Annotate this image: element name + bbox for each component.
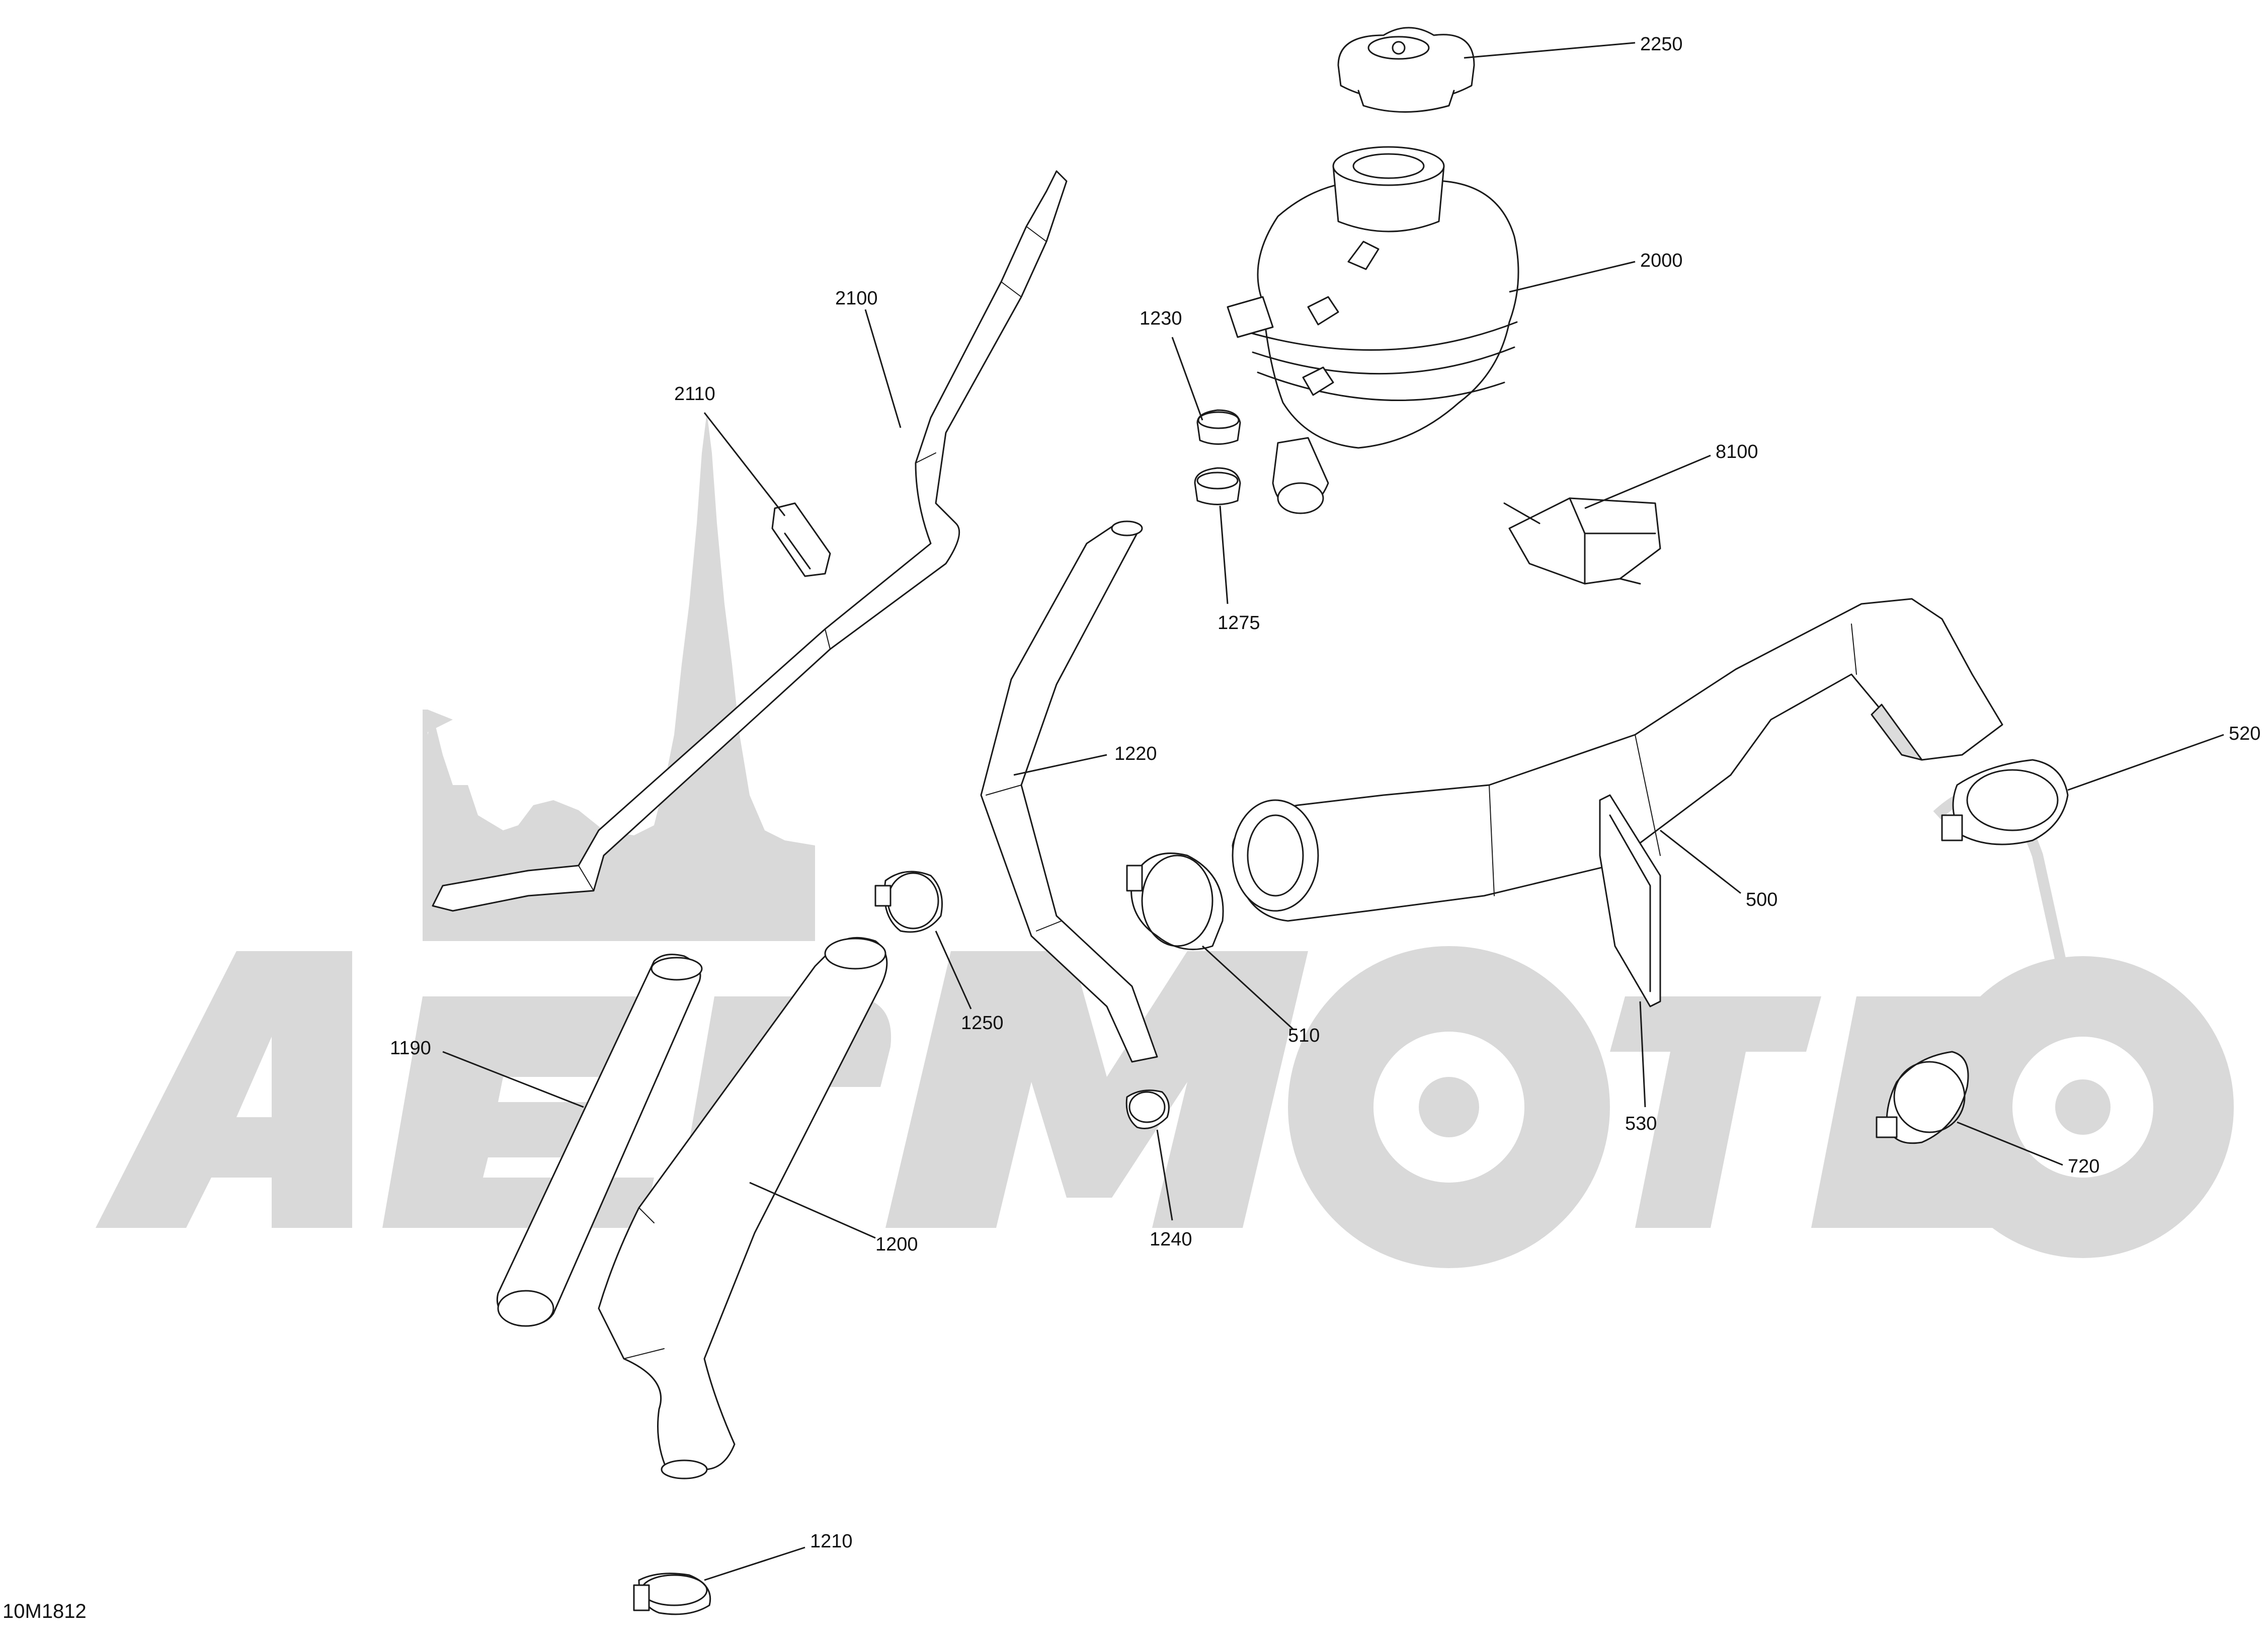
part-500-radiator-hose <box>1232 598 2003 922</box>
callout-510: 510 <box>1288 1025 1320 1046</box>
part-8100-bracket <box>1503 497 1661 585</box>
leader-1200 <box>749 1182 876 1239</box>
leader-8100 <box>1584 454 1711 509</box>
callout-labels: 2250 2000 2100 2110 1230 1275 8100 1220 … <box>3 34 2260 1622</box>
part-1210-clamp <box>633 1573 711 1615</box>
watermark-letter-e <box>382 996 674 1228</box>
part-1240-clamp <box>1125 1089 1170 1129</box>
leader-510 <box>1201 945 1294 1030</box>
part-720-clamp <box>1876 1051 1969 1144</box>
callout-1210: 1210 <box>810 1531 853 1552</box>
callout-1220: 1220 <box>1114 743 1157 764</box>
leader-530 <box>1639 1001 1646 1108</box>
callout-1250: 1250 <box>961 1012 1004 1034</box>
callout-1230: 1230 <box>1140 308 1182 329</box>
callout-2000: 2000 <box>1640 250 1683 271</box>
part-520-clamp <box>1941 759 2069 845</box>
part-2100-vent-hose <box>432 170 1068 912</box>
leader-2250 <box>1464 42 1636 59</box>
callout-1200: 1200 <box>875 1234 918 1255</box>
part-2110-clip <box>771 502 831 577</box>
part-2250-cap <box>1337 27 1475 113</box>
part-1190-tube <box>496 954 703 1327</box>
callout-2100: 2100 <box>835 288 878 309</box>
callout-530: 530 <box>1625 1113 1657 1134</box>
leader-2000 <box>1509 261 1636 293</box>
watermark-skyline <box>423 413 815 941</box>
leader-520 <box>2067 734 2224 791</box>
watermark-letter-a <box>96 951 352 1228</box>
leader-2110 <box>703 412 786 516</box>
callout-8100: 8100 <box>1716 441 1758 462</box>
watermark-flagpole <box>423 710 428 770</box>
callout-1190: 1190 <box>390 1038 431 1059</box>
part-1220-hose <box>980 520 1158 1063</box>
leader-720 <box>1957 1121 2063 1166</box>
part-530-strap <box>1599 794 1661 1007</box>
part-1230-clamp <box>1196 409 1241 445</box>
leader-1220 <box>1013 754 1107 776</box>
watermark-letter-t <box>1610 996 1821 1228</box>
leader-500 <box>1660 829 1741 894</box>
callout-720: 720 <box>2068 1156 2099 1177</box>
callout-1240: 1240 <box>1150 1229 1192 1250</box>
leader-1210 <box>704 1546 805 1581</box>
callout-2250: 2250 <box>1640 34 1683 55</box>
part-1200-hose <box>598 937 888 1479</box>
part-1275-clamp <box>1194 467 1241 505</box>
leader-lines <box>442 42 2224 1581</box>
leader-2100 <box>864 309 902 428</box>
callout-1275: 1275 <box>1218 612 1260 634</box>
diagram-reference-code: 10M1812 <box>3 1600 87 1622</box>
part-510-clamp <box>1126 852 1224 951</box>
leader-1250 <box>935 930 972 1009</box>
leader-1275 <box>1219 505 1229 604</box>
watermark-wheel-spokes <box>1373 1032 2153 1183</box>
callout-500: 500 <box>1746 889 1777 910</box>
part-1250-clamp <box>874 871 943 933</box>
watermark-letter-m <box>885 951 1308 1228</box>
callout-2110: 2110 <box>674 383 715 405</box>
callout-520: 520 <box>2229 723 2260 744</box>
leader-1190 <box>442 1051 584 1108</box>
leader-1230 <box>1171 337 1203 421</box>
leader-1240 <box>1156 1129 1173 1221</box>
watermark-flag <box>428 710 453 732</box>
part-2000-expansion-tank <box>1227 146 1519 514</box>
